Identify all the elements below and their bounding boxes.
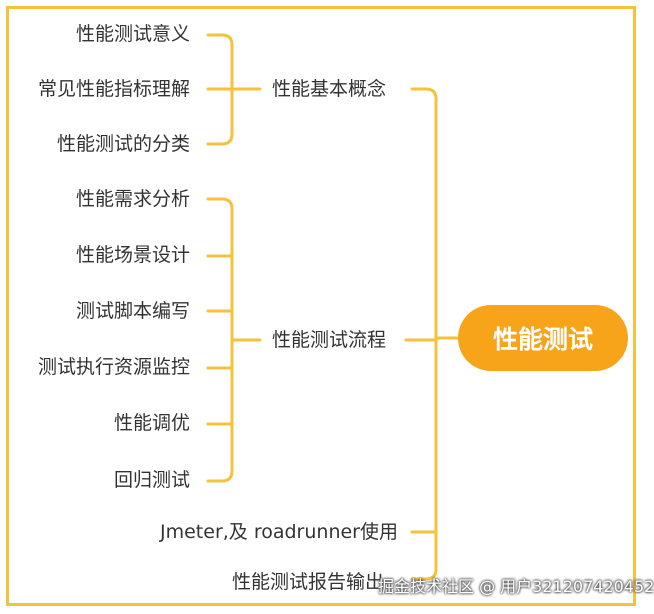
leaf-node-scenario-design: 性能场景设计 bbox=[75, 244, 190, 266]
root-node: 性能测试 bbox=[458, 305, 628, 371]
branch-node-report-output: 性能测试报告输出 bbox=[232, 571, 385, 593]
leaf-node-requirement-analysis: 性能需求分析 bbox=[75, 188, 190, 210]
leaf-node-perf-metrics: 常见性能指标理解 bbox=[37, 78, 190, 100]
leaf-node-tuning: 性能调优 bbox=[113, 412, 190, 434]
branch-node-test-process: 性能测试流程 bbox=[272, 329, 387, 351]
leaf-node-perf-types: 性能测试的分类 bbox=[56, 133, 190, 155]
branch-node-basic-concepts: 性能基本概念 bbox=[272, 78, 387, 100]
leaf-node-script-writing: 测试脚本编写 bbox=[75, 300, 190, 322]
leaf-node-execution-monitoring: 测试执行资源监控 bbox=[37, 356, 190, 378]
leaf-node-perf-meaning: 性能测试意义 bbox=[75, 23, 190, 45]
diagram-frame bbox=[6, 6, 636, 606]
watermark: 掘金技术社区 @ 用户321207420452 bbox=[378, 577, 654, 596]
branch-node-tools-usage: Jmeter,及 roadrunner使用 bbox=[160, 521, 398, 543]
leaf-node-regression-test: 回归测试 bbox=[113, 469, 190, 491]
